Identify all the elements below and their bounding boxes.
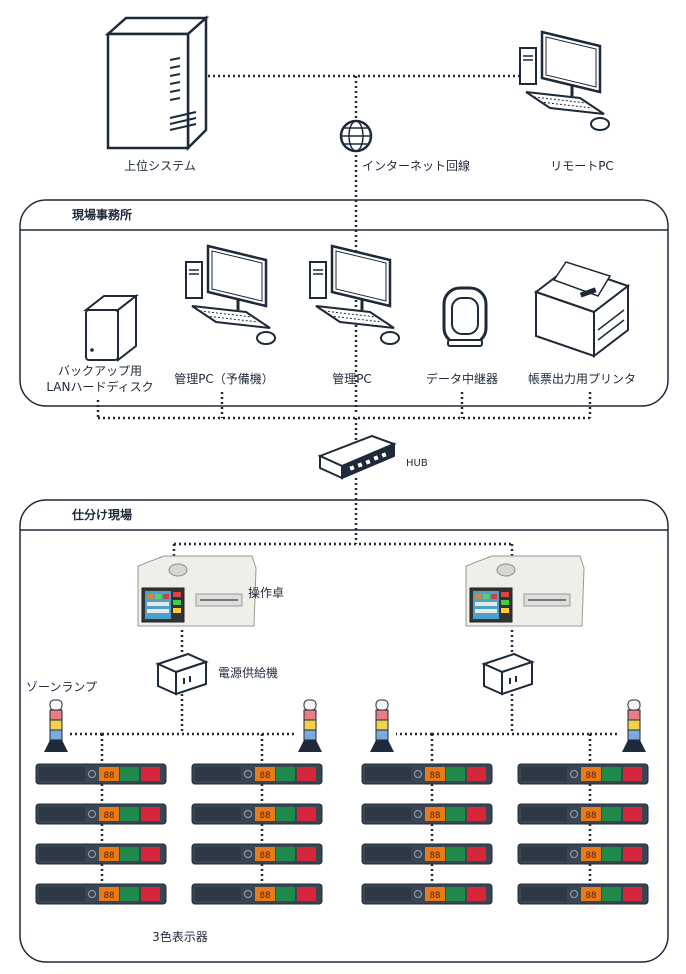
- hub-label: HUB: [406, 458, 428, 469]
- office-frame: [19, 199, 669, 407]
- floor-connection-lines: [68, 478, 618, 886]
- console-label: 操作卓: [248, 586, 285, 600]
- display-unit: [517, 803, 649, 825]
- display-unit: [361, 763, 493, 785]
- display-unit: [517, 883, 649, 905]
- backup-label-line2: LANハードディスク: [46, 380, 154, 394]
- printer-icon: [533, 261, 631, 359]
- floor-frame: [19, 499, 669, 963]
- zone-lamp-2: [297, 699, 323, 753]
- display-unit: [35, 803, 167, 825]
- admin-pc-label: 管理PC: [332, 372, 372, 386]
- floor-title: 仕分け現場: [72, 508, 133, 522]
- display-unit: [191, 883, 323, 905]
- power-supply-label: 電源供給機: [218, 666, 279, 680]
- display-unit: [35, 883, 167, 905]
- zone-lamp-1: [43, 699, 69, 753]
- zone-lamp-4: [621, 699, 647, 753]
- display-unit: [191, 763, 323, 785]
- data-relay-icon: [442, 286, 488, 347]
- remote-pc-icon: [518, 30, 611, 132]
- lan-hdd-icon: [83, 293, 139, 363]
- display-unit: [35, 843, 167, 865]
- zone-lamp-3: [369, 699, 395, 753]
- console-right: [465, 555, 585, 627]
- internet-label: インターネット回線: [362, 159, 471, 173]
- data-relay-label: データ中継器: [425, 372, 499, 386]
- zone-lamp-label: ゾーンランプ: [26, 680, 98, 694]
- server-label: 上位システム: [124, 159, 196, 173]
- display-unit: [517, 843, 649, 865]
- display-unit: [191, 803, 323, 825]
- display-unit: [517, 763, 649, 785]
- admin-pc-spare-icon: [184, 244, 277, 346]
- display-unit: [191, 843, 323, 865]
- office-bus-lines: [96, 392, 592, 446]
- hub-icon: [317, 434, 397, 480]
- backup-label-line1: バックアップ用: [57, 364, 143, 378]
- printer-label: 帳票出力用プリンタ: [527, 372, 637, 386]
- power-supply-left: [157, 653, 207, 695]
- remote-pc-label: リモートPC: [550, 159, 614, 173]
- power-supply-right: [483, 653, 533, 695]
- three-color-display-label: 3色表示器: [152, 930, 208, 944]
- globe-icon: [339, 119, 373, 153]
- office-title: 現場事務所: [72, 208, 133, 222]
- display-grid: [35, 763, 649, 905]
- display-unit: [361, 883, 493, 905]
- admin-pc-icon: [308, 244, 401, 346]
- console-left: [137, 555, 257, 627]
- display-unit: [361, 803, 493, 825]
- server-icon: [104, 15, 210, 152]
- display-unit: [361, 843, 493, 865]
- admin-pc-spare-label: 管理PC（予備機）: [174, 372, 274, 386]
- display-unit: [35, 763, 167, 785]
